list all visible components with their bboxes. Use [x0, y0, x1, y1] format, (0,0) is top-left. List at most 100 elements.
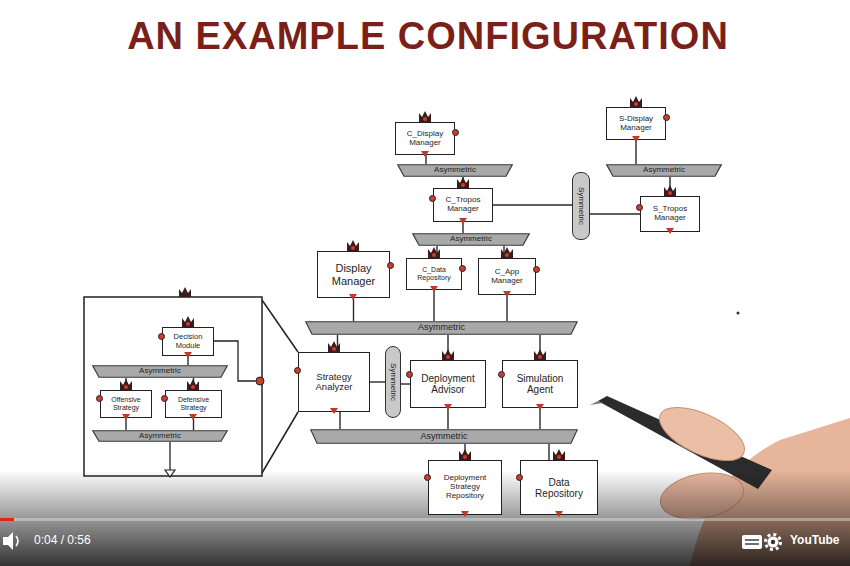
- pen-tip: [590, 401, 603, 405]
- port-triangle: [459, 218, 467, 224]
- component-box: C_Data Repository: [406, 258, 462, 290]
- crown-shape: [120, 379, 132, 390]
- component-label: C_Data Repository: [413, 266, 455, 281]
- crown-dot: [124, 385, 128, 389]
- connector-line: [462, 222, 463, 233]
- port-crown: [552, 449, 566, 460]
- component-box: C_Tropos Manager: [433, 188, 493, 222]
- crown-dot: [505, 253, 509, 257]
- volume-wave: [16, 536, 18, 546]
- internal-wire: [169, 442, 170, 470]
- crown-dot: [461, 183, 465, 187]
- port-crown: [629, 96, 643, 107]
- port-triangle: [349, 294, 357, 300]
- triangle-shape: [330, 408, 338, 414]
- connector-line: [635, 140, 636, 164]
- connector-label: Asymmetric: [100, 367, 220, 376]
- crown-dot: [446, 355, 450, 359]
- component-box: Simulation Agent: [502, 360, 578, 408]
- triangle-shape: [122, 414, 130, 420]
- port-crown: [346, 240, 360, 251]
- component-label: Defensive Strategy: [172, 396, 215, 411]
- text-area: Decision Module: [163, 328, 213, 355]
- port-crown: [119, 379, 133, 390]
- port-dot: [636, 204, 643, 211]
- text-area: Asymmetric: [412, 233, 530, 246]
- connector-outline: [306, 322, 578, 335]
- crown-dot: [538, 355, 542, 359]
- port-triangle: [184, 352, 192, 358]
- component-box: Offensive Strategy: [100, 390, 152, 418]
- symmetric-connector: Symmetric: [385, 346, 401, 418]
- port-dot: [452, 129, 459, 136]
- component-label: Offensive Strategy: [107, 396, 145, 411]
- component-box: S_Tropos Manager: [640, 196, 700, 232]
- player-logo: YouTube: [790, 533, 840, 547]
- port-dot: [533, 266, 540, 273]
- component-box: Deployment Strategy Repository: [428, 460, 502, 515]
- text-area: Display Manager: [318, 252, 389, 297]
- connector-line: [425, 155, 426, 164]
- connector-label: Asymmetric: [100, 432, 220, 441]
- settings-icon: [768, 537, 779, 548]
- component-box: Deployment Advisor: [410, 360, 486, 408]
- asymmetric-connector: Asymmetric: [412, 233, 530, 246]
- component-box: S-Display Manager: [606, 107, 666, 140]
- port-crown: [418, 111, 432, 122]
- triangle-shape: [349, 294, 357, 300]
- connector-label: Symmetric: [577, 187, 586, 225]
- text-area: Offensive Strategy: [101, 391, 151, 417]
- connector-outline: [93, 366, 228, 378]
- port-triangle: [189, 414, 197, 420]
- port-triangle: [461, 511, 469, 517]
- progress-played: [0, 518, 14, 521]
- crown-shape: [419, 111, 431, 122]
- connector-line: [401, 383, 410, 384]
- text-area: Asymmetric: [310, 429, 578, 444]
- triangle-shape: [430, 286, 438, 292]
- connector-outline: [93, 431, 228, 442]
- text-area: Asymmetric: [92, 365, 228, 378]
- connector-label: Asymmetric: [420, 235, 522, 244]
- symmetric-connector: Symmetric: [572, 172, 590, 240]
- port-crown: [500, 247, 514, 258]
- asymmetric-connector: Asymmetric: [397, 164, 513, 177]
- port-crown: [456, 177, 470, 188]
- triangle-shape: [503, 291, 511, 297]
- text-area: C_App Manager: [479, 259, 535, 294]
- text-area: S_Tropos Manager: [641, 197, 699, 231]
- port-dot: [498, 371, 505, 378]
- port-crown: [179, 287, 191, 297]
- port-dot: [96, 395, 103, 402]
- captions-line: [745, 543, 759, 544]
- port-triangle: [666, 228, 674, 234]
- port-dot: [459, 265, 466, 272]
- crown-shape: [328, 341, 340, 352]
- port-dot: [429, 195, 436, 202]
- component-label: C_Tropos Manager: [440, 196, 486, 214]
- diagram-title: AN EXAMPLE CONFIGURATION: [6, 14, 850, 60]
- port-dot: [256, 377, 264, 385]
- triangle-shape: [184, 352, 192, 358]
- component-box: C_App Manager: [478, 258, 536, 295]
- connector-line: [193, 418, 194, 430]
- triangle-shape: [461, 511, 469, 517]
- connector-line: [339, 412, 340, 429]
- asymmetric-connector: Asymmetric: [606, 164, 722, 177]
- port-triangle: [122, 414, 130, 420]
- text-area: Asymmetric: [397, 164, 513, 177]
- component-label: Deployment Advisor: [417, 373, 479, 395]
- port-triangle: [632, 136, 640, 142]
- port-triangle: [430, 286, 438, 292]
- component-box: Strategy Analyzer: [298, 352, 370, 412]
- text-area: Asymmetric: [305, 321, 578, 335]
- triangle-shape: [536, 404, 544, 410]
- time-display: 0:04 / 0:56: [34, 533, 91, 547]
- component-box: Decision Module: [162, 327, 214, 356]
- component-label: Data Repository: [527, 477, 591, 499]
- component-label: Simulation Agent: [509, 373, 571, 395]
- text-area: Simulation Agent: [503, 361, 577, 407]
- port-triangle: [536, 404, 544, 410]
- connector-label: Symmetric: [389, 363, 398, 401]
